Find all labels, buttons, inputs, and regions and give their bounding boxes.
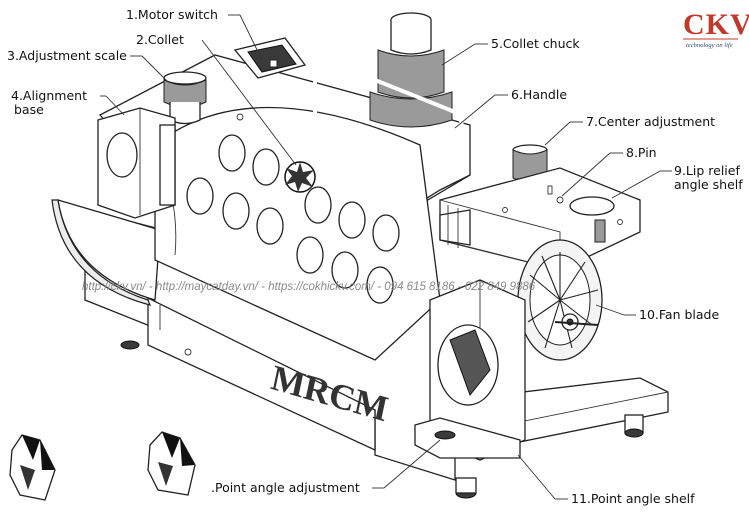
shield-vent-holes xyxy=(186,134,400,304)
collet-chuck-part xyxy=(369,12,453,128)
label-point-angle-shelf: 11.Point angle shelf xyxy=(571,491,695,506)
watermark-text: http://ckv.vn/ - http://maycatday.vn/ - … xyxy=(82,281,536,293)
label-motor-switch: 1.Motor switch xyxy=(126,7,218,22)
logo-tagline: technology on life xyxy=(686,42,733,49)
adjustment-scale-knob xyxy=(163,71,207,125)
ckv-logo: CKV technology on life xyxy=(683,8,749,49)
label-adjustment-scale: 3.Adjustment scale xyxy=(7,48,127,63)
label-handle: 6.Handle xyxy=(511,87,567,102)
label-point-angle-adjustment: .Point angle adjustment xyxy=(211,480,360,495)
leader-lines xyxy=(100,14,672,500)
label-collet-chuck: 5.Collet chuck xyxy=(491,36,580,51)
alignment-base-part xyxy=(97,107,176,219)
label-fan-blade: 10.Fan blade xyxy=(639,307,719,322)
label-collet: 2.Collet xyxy=(136,32,184,47)
label-center-adjustment: 7.Center adjustment xyxy=(586,114,715,129)
label-pin: 8.Pin xyxy=(626,145,657,160)
part-labels: 1.Motor switch 2.Collet 3.Adjustment sca… xyxy=(7,7,743,506)
label-alignment-base-line1: 4.Alignment xyxy=(11,88,87,103)
label-lip-relief-line2: angle shelf xyxy=(674,177,743,192)
collet-part xyxy=(284,161,316,193)
label-alignment-base-line2: base xyxy=(14,102,44,117)
drill-bit-icon-1 xyxy=(9,434,56,501)
logo-text: CKV xyxy=(683,8,749,41)
motor-switch-part xyxy=(233,37,307,79)
label-lip-relief-line1: 9.Lip relief xyxy=(674,163,740,178)
drill-bit-icon-2 xyxy=(147,431,196,496)
point-angle-shelf-part xyxy=(414,279,526,461)
grinder-machine-drawing: MRCM xyxy=(51,12,669,499)
fan-blade-part xyxy=(517,219,606,361)
